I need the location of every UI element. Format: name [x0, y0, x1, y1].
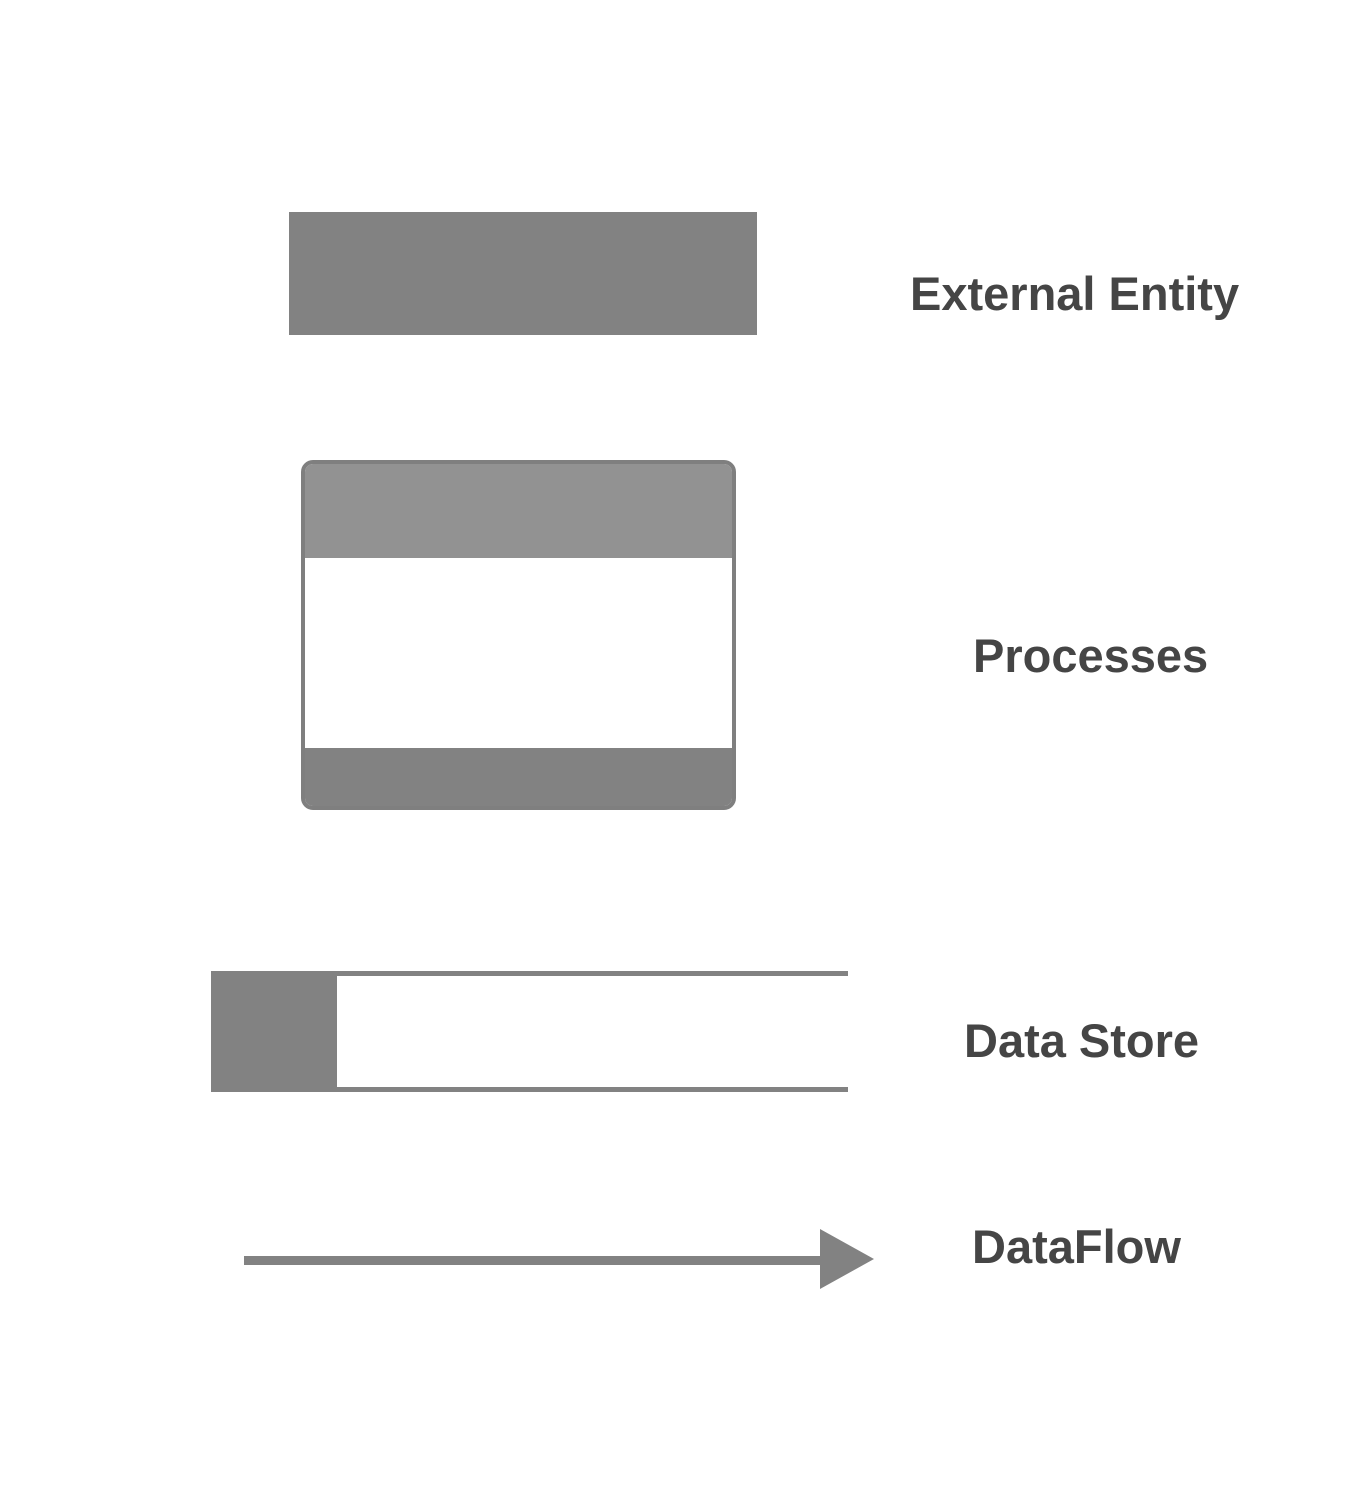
processes-label: Processes	[973, 629, 1209, 682]
data-store-top-line	[337, 971, 848, 976]
external-entity-symbol	[289, 212, 757, 335]
data-store-symbol	[211, 971, 848, 1092]
process-footer-band	[305, 748, 732, 806]
data-store-id-tab	[211, 971, 337, 1092]
process-symbol	[301, 460, 736, 810]
process-header-band	[305, 464, 732, 558]
data-store-bottom-line	[337, 1087, 848, 1092]
dataflow-label: DataFlow	[972, 1220, 1181, 1273]
dataflow-arrow-symbol	[244, 1228, 874, 1290]
data-store-label: Data Store	[964, 1014, 1200, 1067]
external-entity-label: External Entity	[910, 267, 1240, 320]
arrow-right-icon	[244, 1229, 874, 1289]
